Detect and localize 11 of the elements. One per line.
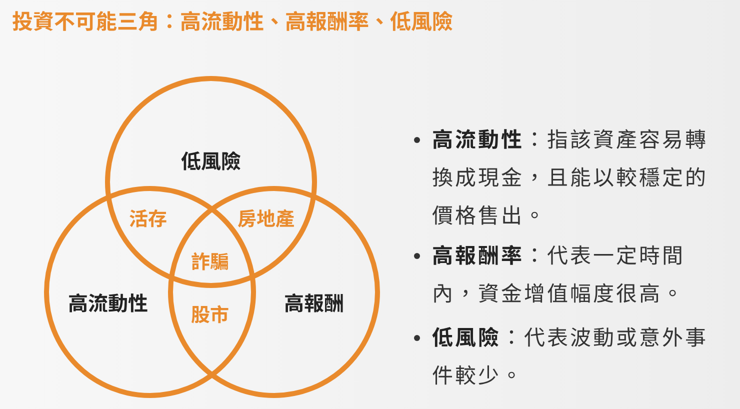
overlap-label: 詐騙 xyxy=(191,248,229,274)
overlap-label: 活存 xyxy=(129,204,167,232)
overlap-label: 房地產 xyxy=(238,204,294,232)
bullet-text: 高報酬率：代表一定時間內，資金增值幅度很高。 xyxy=(432,239,686,310)
bullet-text: 低風險：代表波動或意外事件較少。 xyxy=(432,321,709,392)
circle-label: 高流動性 xyxy=(68,288,148,316)
overlap-label: 股市 xyxy=(191,300,229,328)
circle-label: 低風險 xyxy=(181,146,241,174)
circle-label: 高報酬 xyxy=(284,288,344,316)
title: 投資不可能三角：高流動性、高報酬率、低風險 xyxy=(12,6,453,36)
bullet-text: 高流動性：指該資產容易轉換成現金，且能以較穩定的價格售出。 xyxy=(432,123,709,232)
